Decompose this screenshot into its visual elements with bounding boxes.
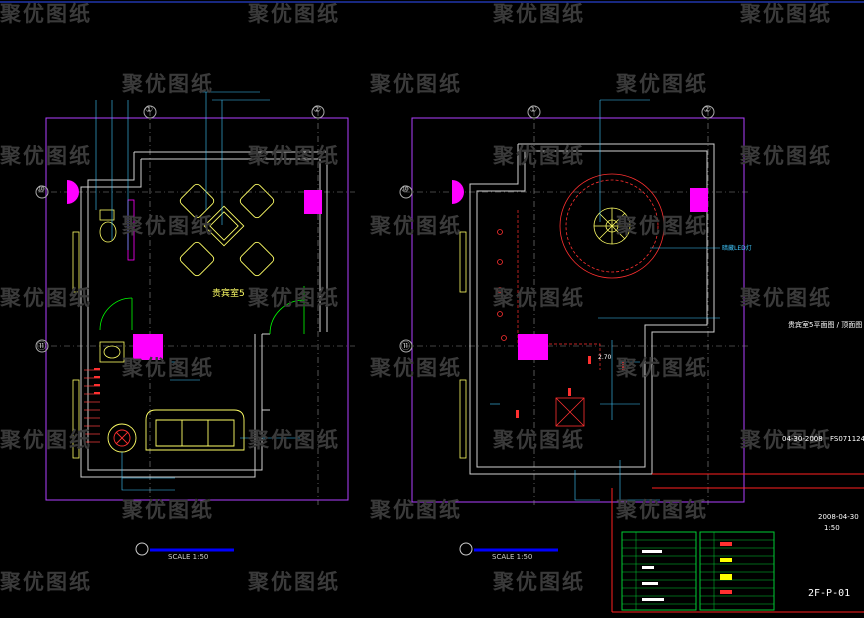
column <box>133 334 163 360</box>
round-ceiling <box>559 173 665 279</box>
window <box>459 231 467 293</box>
title-block <box>611 473 864 613</box>
column <box>304 190 322 214</box>
grid-bubble <box>399 339 413 353</box>
grid-bubble <box>35 185 49 199</box>
grid-bubble <box>701 105 715 119</box>
side-table <box>107 423 137 453</box>
legend-symbols <box>642 542 732 601</box>
annotation-leaders <box>490 99 720 501</box>
annotation-leaders <box>95 91 300 491</box>
walls <box>469 143 715 475</box>
toilet <box>99 209 117 243</box>
grid-bubble <box>399 185 413 199</box>
sink <box>99 341 125 363</box>
grid-bubble <box>527 105 541 119</box>
legend-table <box>621 531 697 611</box>
ceiling-outline <box>517 210 601 370</box>
view-symbol <box>459 542 473 556</box>
right-sheet-border <box>411 117 745 503</box>
sofa <box>145 409 245 451</box>
ceiling-plan-right <box>399 99 750 556</box>
legend-table <box>699 531 775 611</box>
annotation-marks <box>94 368 100 394</box>
column <box>690 188 708 212</box>
column <box>67 180 79 204</box>
view-symbol <box>135 542 149 556</box>
column <box>452 180 464 204</box>
grid-bubble <box>311 105 325 119</box>
grid-bubble <box>143 105 157 119</box>
left-sheet-border <box>45 117 349 501</box>
column <box>518 334 548 360</box>
window <box>459 379 467 459</box>
walls <box>80 151 328 478</box>
dining-table-set <box>179 183 275 277</box>
grid-bubble <box>35 339 49 353</box>
accent-marks <box>516 356 625 418</box>
window <box>72 199 135 459</box>
floor-plan-left <box>35 91 355 556</box>
wall-hatch <box>84 369 100 443</box>
downlights <box>497 229 507 341</box>
legend-rows <box>622 532 774 610</box>
ceiling-vent <box>555 397 585 427</box>
door <box>99 286 305 335</box>
